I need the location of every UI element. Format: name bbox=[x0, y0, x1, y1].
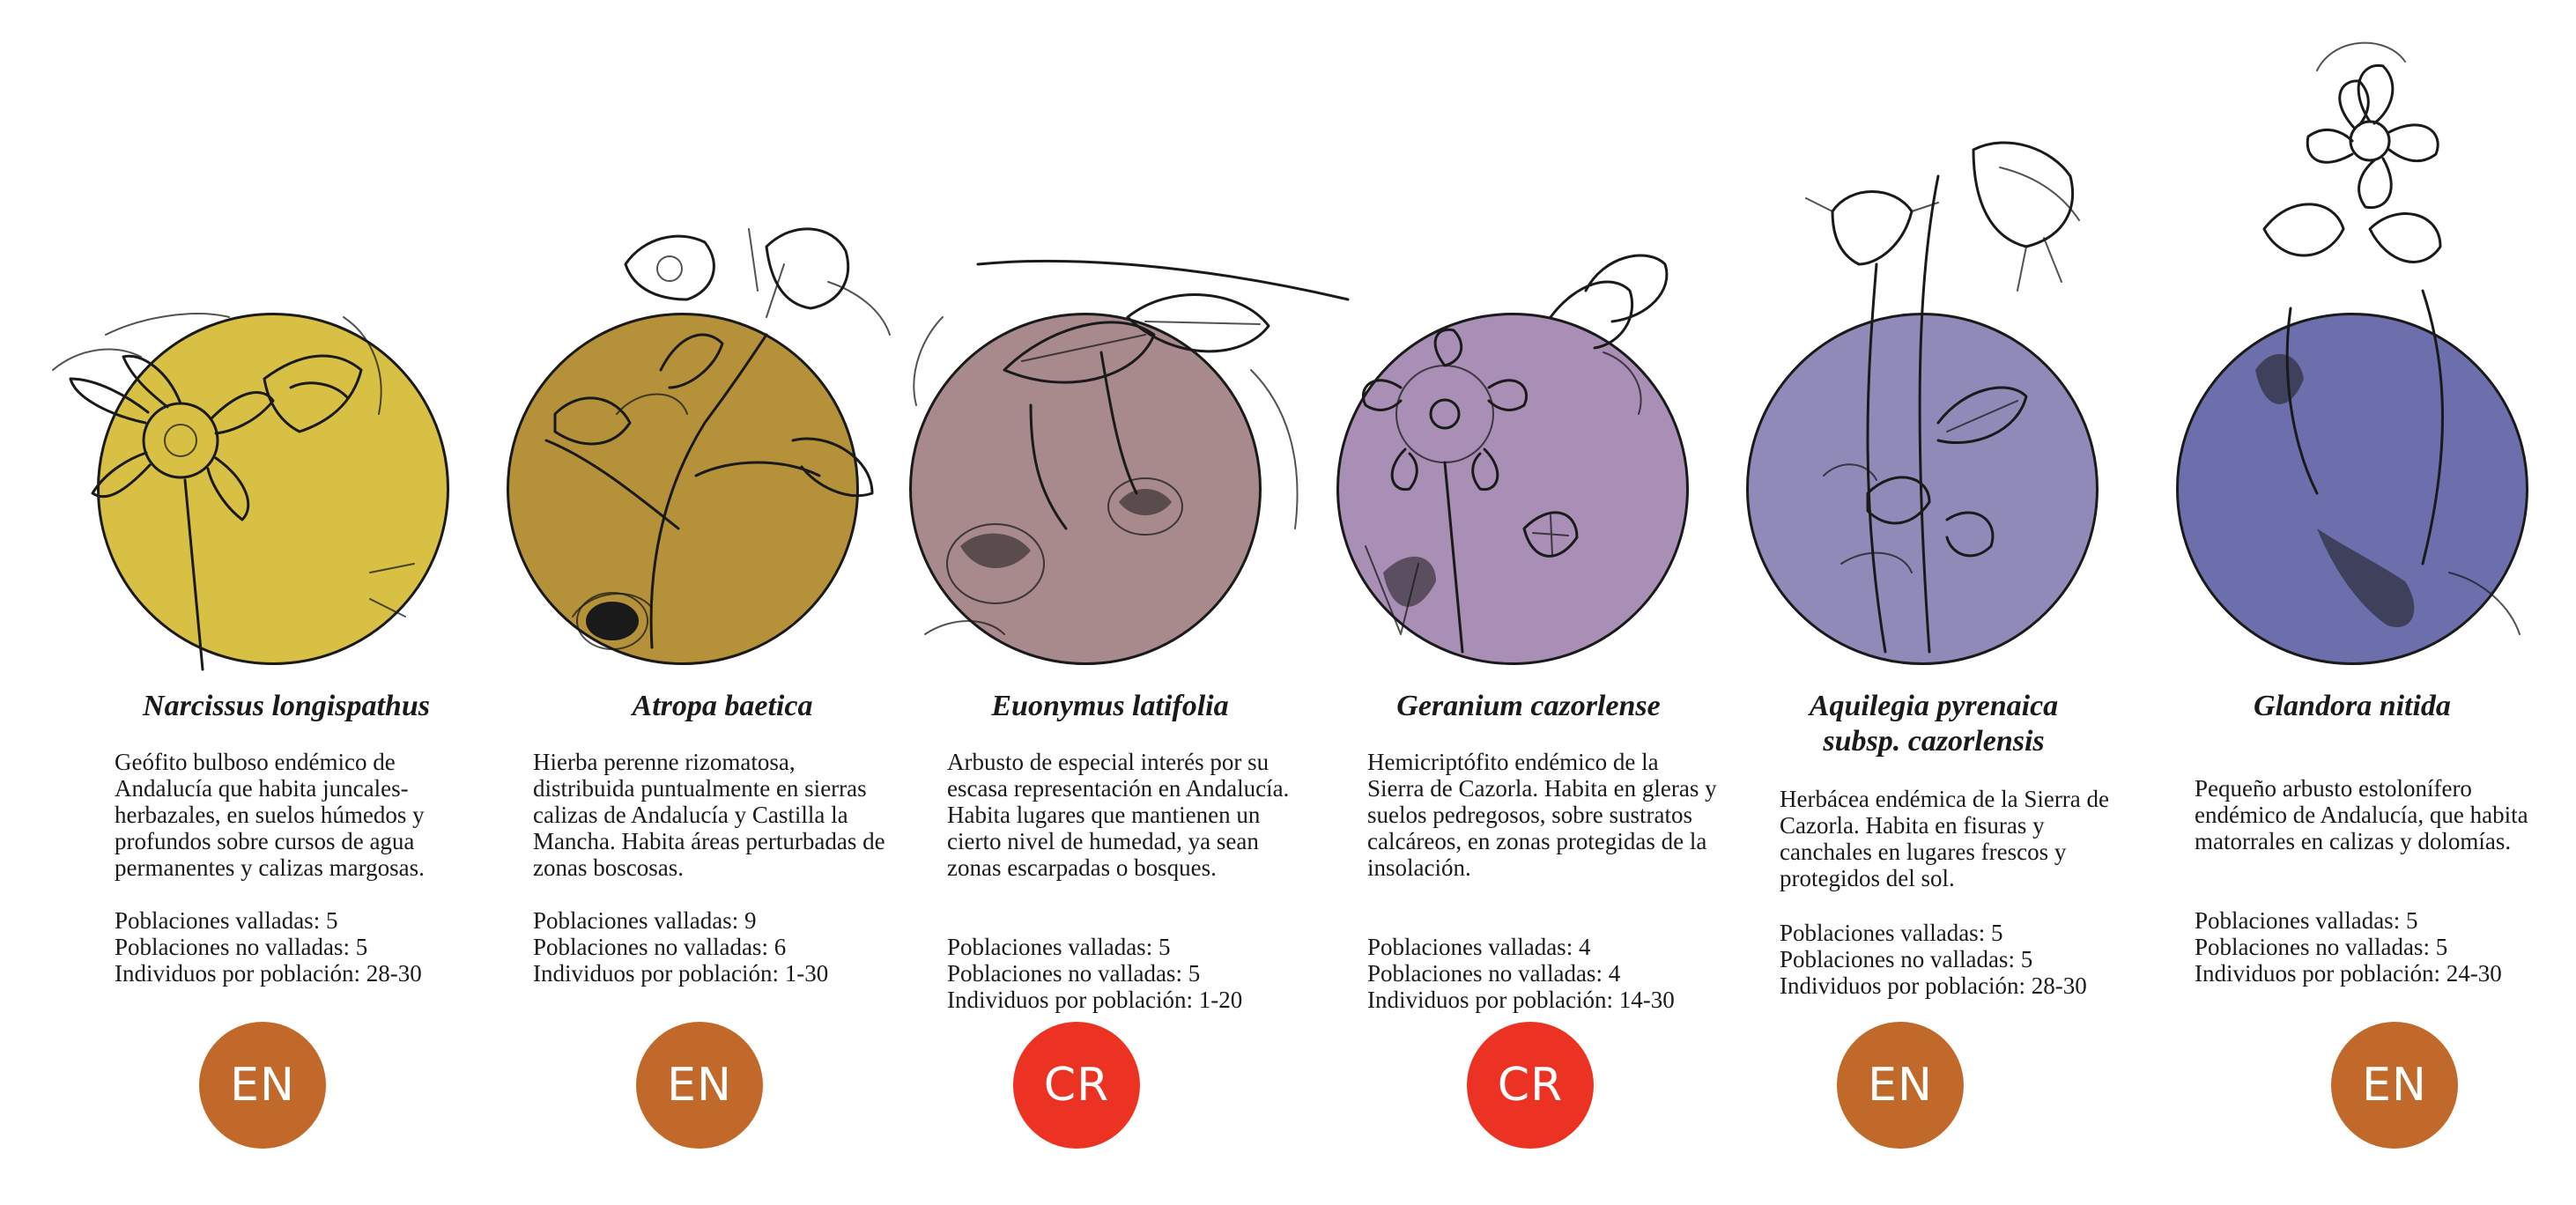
species-description: Hierba perenne rizomatosa, distribuida p… bbox=[533, 749, 885, 881]
status-badge: EN bbox=[636, 1022, 763, 1149]
stat-unfenced: Poblaciones no valladas: 4 bbox=[1367, 960, 1621, 987]
species-card-euonymus: Euonymus latifolia Arbusto de especial i… bbox=[890, 0, 1350, 1205]
status-badge: EN bbox=[199, 1022, 326, 1149]
aquilegia-sketch-icon bbox=[1805, 141, 2080, 654]
stat-fenced: Poblaciones valladas: 4 bbox=[1367, 934, 1591, 960]
population-stats: Poblaciones valladas: 5 Poblaciones no v… bbox=[115, 907, 485, 987]
stat-fenced: Poblaciones valladas: 5 bbox=[1780, 920, 2003, 946]
species-description: Arbusto de especial interés por su escas… bbox=[947, 749, 1290, 881]
stat-fenced: Poblaciones valladas: 5 bbox=[115, 907, 338, 934]
stat-individuals: Individuos por población: 1-20 bbox=[947, 987, 1243, 1013]
stat-fenced: Poblaciones valladas: 9 bbox=[533, 907, 757, 934]
stat-unfenced: Poblaciones no valladas: 5 bbox=[115, 934, 368, 960]
population-stats: Poblaciones valladas: 5 Poblaciones no v… bbox=[2195, 907, 2565, 987]
status-badge: CR bbox=[1467, 1022, 1594, 1149]
species-name: Geranium cazorlense bbox=[1396, 690, 1661, 722]
species-name: Euonymus latifolia bbox=[991, 690, 1229, 722]
population-stats: Poblaciones valladas: 4 Poblaciones no v… bbox=[1367, 934, 1737, 1013]
species-card-aquilegia: Aquilegia pyrenaica subsp. cazorlensis H… bbox=[1736, 0, 2158, 1205]
species-name: Glandora nitida bbox=[2254, 690, 2451, 722]
color-disc bbox=[507, 313, 859, 665]
stat-unfenced: Poblaciones no valladas: 6 bbox=[533, 934, 787, 960]
stat-individuals: Individuos por población: 14-30 bbox=[1367, 987, 1675, 1013]
stat-individuals: Individuos por población: 24-30 bbox=[2195, 960, 2502, 987]
stat-unfenced: Poblaciones no valladas: 5 bbox=[947, 960, 1201, 987]
stat-fenced: Poblaciones valladas: 5 bbox=[947, 934, 1171, 960]
daffodil-sketch-icon bbox=[52, 313, 415, 671]
atropa-sketch-icon bbox=[544, 227, 891, 650]
species-card-narcissus: Narcissus longispathus Geófito bulboso e… bbox=[0, 0, 449, 1205]
stat-unfenced: Poblaciones no valladas: 5 bbox=[1780, 946, 2033, 972]
status-badge: EN bbox=[1837, 1022, 1964, 1149]
species-description: Pequeño arbusto estolonífero endémico de… bbox=[2195, 775, 2528, 854]
status-badge: CR bbox=[1013, 1022, 1140, 1149]
species-card-atropa: Atropa baetica Hierba perenne rizomatosa… bbox=[414, 0, 891, 1205]
population-stats: Poblaciones valladas: 9 Poblaciones no v… bbox=[533, 907, 885, 987]
species-description: Hemicriptófito endémico de la Sierra de … bbox=[1367, 749, 1717, 881]
stat-fenced: Poblaciones valladas: 5 bbox=[2195, 907, 2418, 934]
color-disc bbox=[2176, 313, 2528, 665]
euonymus-sketch-icon bbox=[913, 259, 1350, 635]
geranium-sketch-icon bbox=[1361, 254, 1669, 654]
glandora-sketch-icon bbox=[2255, 41, 2520, 635]
stat-individuals: Individuos por población: 1-30 bbox=[533, 960, 829, 987]
species-name: Narcissus longispathus bbox=[143, 690, 430, 722]
species-card-glandora: Glandora nitida Pequeño arbusto estoloní… bbox=[2158, 0, 2576, 1205]
species-name: Aquilegia pyrenaica subsp. cazorlensis bbox=[1809, 690, 2059, 758]
status-badge: EN bbox=[2331, 1022, 2458, 1149]
species-card-geranium: Geranium cazorlense Hemicriptófito endém… bbox=[1313, 0, 1736, 1205]
population-stats: Poblaciones valladas: 5 Poblaciones no v… bbox=[1780, 920, 2150, 999]
color-disc bbox=[909, 313, 1262, 665]
species-description: Geófito bulboso endémico de Andalucía qu… bbox=[115, 749, 425, 881]
population-stats: Poblaciones valladas: 5 Poblaciones no v… bbox=[947, 934, 1317, 1013]
stat-individuals: Individuos por población: 28-30 bbox=[1780, 972, 2087, 999]
species-name: Atropa baetica bbox=[632, 690, 813, 722]
stat-unfenced: Poblaciones no valladas: 5 bbox=[2195, 934, 2448, 960]
stat-individuals: Individuos por población: 28-30 bbox=[115, 960, 422, 987]
species-description: Herbácea endémica de la Sierra de Cazorl… bbox=[1780, 786, 2110, 891]
